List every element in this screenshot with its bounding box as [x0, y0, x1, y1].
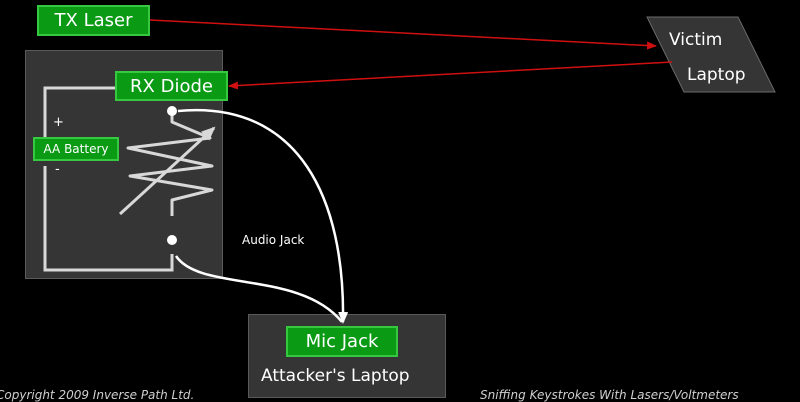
battery-plus-sign: +	[53, 115, 64, 130]
variable-resistor-arrow	[118, 126, 216, 216]
attacker-laptop-label: Attacker's Laptop	[261, 366, 410, 386]
laser-beam-victim-to-rx	[228, 61, 673, 90]
victim-laptop-title: Victim	[669, 30, 723, 50]
rx-diode-label: RX Diode	[115, 71, 228, 101]
mic-jack-label: Mic Jack	[286, 326, 398, 357]
footer-copyright: Copyright 2009 Inverse Path Ltd.	[0, 388, 195, 402]
battery-minus-sign: -	[55, 162, 60, 177]
terminal-top-dot	[167, 106, 177, 116]
audio-wire-lower	[174, 255, 343, 323]
circuit-wire-top	[43, 86, 116, 138]
audio-wire-upper	[177, 108, 349, 324]
audio-jack-label: Audio Jack	[242, 233, 305, 247]
circuit-wire-bottom	[43, 166, 174, 272]
footer-talk-title: Sniffing Keystrokes With Lasers/Voltmete…	[480, 388, 739, 402]
victim-laptop-subtitle: Laptop	[687, 65, 746, 85]
variable-resistor-zigzag	[126, 110, 214, 216]
aa-battery-label: AA Battery	[33, 137, 119, 161]
tx-laser-label: TX Laser	[37, 5, 150, 36]
terminal-bottom-dot	[167, 235, 177, 245]
victim-laptop-shape	[646, 16, 776, 93]
laser-beam-tx-to-victim	[149, 19, 657, 50]
